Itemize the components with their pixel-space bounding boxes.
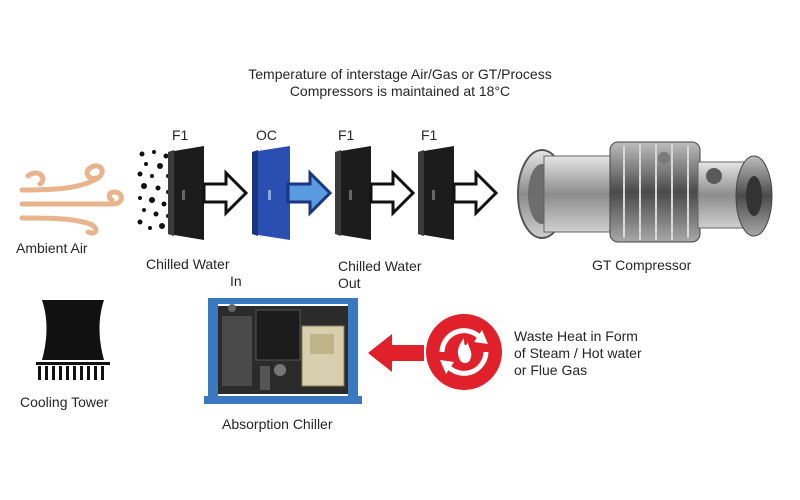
cooling-tower-icon [36, 300, 110, 380]
flow-arrow-icon [202, 169, 249, 217]
absorption-chiller-label: Absorption Chiller [222, 416, 333, 432]
flow-arrow-icon [369, 169, 416, 217]
cooling-tower-label: Cooling Tower [20, 394, 109, 410]
flow-arrow-icon [286, 169, 333, 217]
wind-swirl-icon [19, 163, 124, 236]
filter-label-oc: OC [256, 127, 277, 143]
waste-heat-label: Waste Heat in Form of Steam / Hot water … [514, 328, 642, 378]
diagram-title: Temperature of interstage Air/Gas or GT/… [200, 66, 600, 100]
filter-f1-b [335, 146, 371, 240]
particles-icon [137, 150, 170, 230]
title-line-1: Temperature of interstage Air/Gas or GT/… [248, 66, 552, 82]
filter-f1-c [418, 146, 454, 240]
gt-compressor-label: GT Compressor [592, 257, 692, 273]
filter-f1-a [168, 146, 204, 240]
left-arrow-icon [368, 334, 424, 372]
absorption-chiller-icon [204, 298, 362, 404]
title-line-2: Compressors is maintained at 18°C [289, 83, 511, 99]
flame-cycle-icon [426, 314, 502, 390]
flow-arrow-icon [452, 169, 499, 217]
gt-compressor-icon [517, 141, 773, 243]
filter-oc [252, 146, 290, 240]
chilled-water-in-label: Chilled Water In [146, 256, 242, 289]
filter-label-f1-c: F1 [421, 127, 438, 143]
filter-label-f1-b: F1 [338, 127, 355, 143]
filter-label-f1-a: F1 [172, 127, 189, 143]
chilled-water-out-label: Chilled Water Out [338, 258, 422, 291]
ambient-air-label: Ambient Air [16, 240, 88, 256]
